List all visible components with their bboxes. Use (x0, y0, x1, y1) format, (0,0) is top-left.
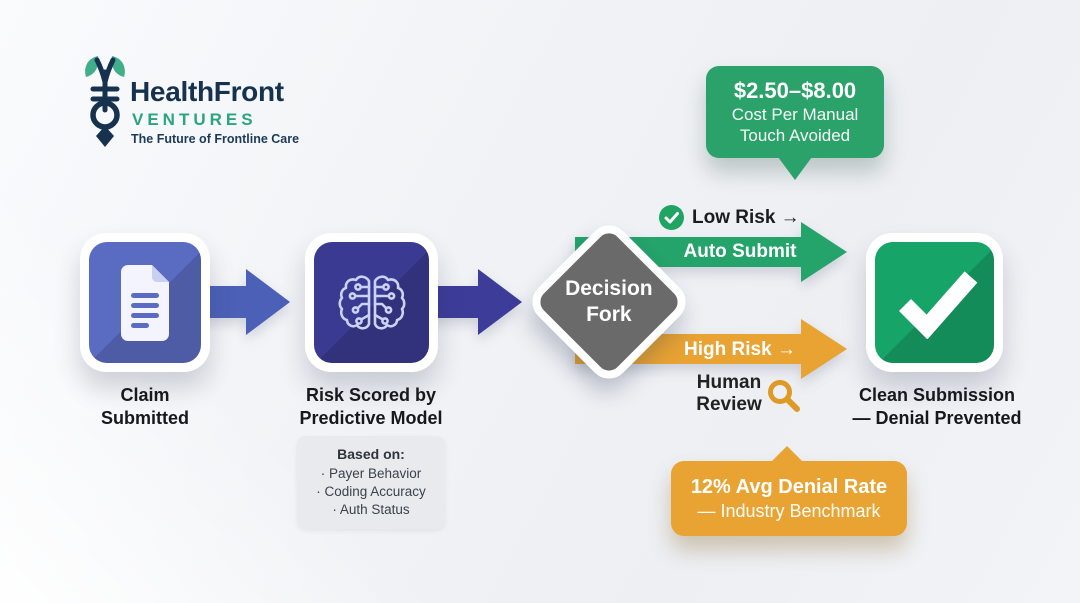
high-risk-label: High Risk → (684, 339, 796, 360)
cost-line3: Touch Avoided (739, 126, 851, 145)
decision-fork-label: Decision Fork (565, 277, 653, 326)
result-card-clean-submission (866, 233, 1003, 372)
check-circle-icon (659, 205, 684, 230)
denial-rate-line2: — Industry Benchmark (697, 500, 881, 521)
based-on-title: Based on: (337, 446, 405, 462)
auto-submit-label: Auto Submit (683, 241, 797, 262)
bubble-tail-up (771, 446, 803, 462)
based-on-panel: Based on: · Payer Behavior · Coding Accu… (297, 436, 445, 529)
document-icon (121, 264, 169, 341)
denial-rate-callout-bubble: 12% Avg Denial Rate — Industry Benchmark (671, 446, 907, 536)
cost-callout-bubble: $2.50–$8.00 Cost Per Manual Touch Avoide… (706, 66, 884, 180)
brand-division: VENTURES (132, 110, 257, 129)
based-on-item: · Coding Accuracy (316, 484, 426, 499)
cost-amount: $2.50–$8.00 (733, 78, 857, 103)
checkmark-icon (898, 270, 977, 339)
plant-logo-icon (85, 56, 125, 147)
flow-arrow-right-icon (432, 269, 522, 335)
denial-rate-line1: 12% Avg Denial Rate (690, 475, 888, 498)
brand-tagline: The Future of Frontline Care (131, 132, 300, 146)
brand-name: HealthFront (130, 76, 284, 107)
step-card-risk (305, 233, 438, 372)
result-step-label: Clean Submission — Denial Prevented (852, 385, 1022, 428)
brain-circuit-icon (337, 274, 406, 330)
based-on-item: · Auth Status (332, 502, 410, 517)
risk-step-label: Risk Scored by Predictive Model (299, 385, 443, 428)
bubble-tail-down (778, 157, 812, 180)
claim-step-label: Claim Submitted (101, 385, 189, 428)
flow-arrow-right-icon (200, 269, 290, 335)
low-risk-label: Low Risk → (692, 206, 800, 228)
magnifier-icon (768, 380, 800, 412)
human-review-label: Human Review (696, 372, 762, 415)
step-card-claim (80, 233, 210, 372)
based-on-item: · Payer Behavior (320, 466, 422, 481)
cost-line2: Cost Per Manual (731, 105, 859, 124)
low-risk-row: Low Risk → (659, 205, 800, 230)
